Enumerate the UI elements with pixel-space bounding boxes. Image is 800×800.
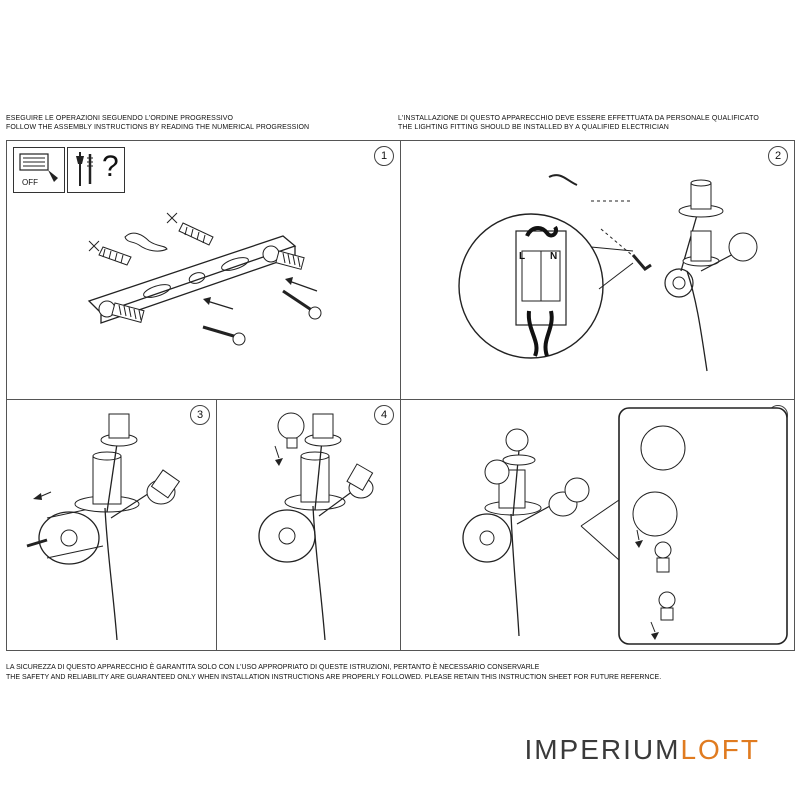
- header-right-line2: THE LIGHTING FITTING SHOULD BE INSTALLED…: [398, 124, 669, 131]
- step-2-panel: 2 L N: [400, 140, 795, 400]
- step-3-number: 3: [190, 405, 210, 425]
- watermark-part1: IMPERIUM: [524, 734, 681, 765]
- step-1-panel: 1 OFF ?: [6, 140, 401, 400]
- question-mark: ?: [102, 150, 119, 183]
- step-4-number: 4: [374, 405, 394, 425]
- terminal-l-label: L: [519, 251, 526, 262]
- globe-install-illustration: [462, 407, 788, 645]
- tools-icon: ?: [67, 147, 125, 193]
- watermark-logo: IMPERIUMLOFT: [524, 734, 760, 766]
- mounting-bracket-illustration: [87, 212, 322, 346]
- terminal-n-label: N: [550, 251, 558, 262]
- fixture-mounting-illustration: [26, 413, 181, 641]
- step-1-number: 1: [374, 146, 394, 166]
- header-left-line2: FOLLOW THE ASSEMBLY INSTRUCTIONS BY READ…: [6, 124, 310, 131]
- header-left-line1: ESEGUIRE LE OPERAZIONI SEGUENDO L'ORDINE…: [6, 115, 234, 122]
- bulb-install-illustration: [258, 412, 374, 641]
- switch-off-label: OFF: [22, 178, 38, 187]
- step-2-number: 2: [768, 146, 788, 166]
- wiring-illustration: [458, 174, 758, 372]
- switch-off-icon: OFF: [13, 147, 65, 193]
- header-left: ESEGUIRE LE OPERAZIONI SEGUENDO L'ORDINE…: [6, 114, 309, 132]
- step-4-panel: 4: [216, 399, 401, 651]
- footer-line2: THE SAFETY AND RELIABILITY ARE GUARANTEE…: [6, 674, 662, 681]
- step-5-panel: 5: [400, 399, 795, 651]
- footer: LA SICUREZZA DI QUESTO APPARECCHIO È GAR…: [6, 663, 661, 683]
- footer-line1: LA SICUREZZA DI QUESTO APPARECCHIO È GAR…: [6, 664, 540, 671]
- step-3-panel: 3: [6, 399, 217, 651]
- header-right: L'INSTALLAZIONE DI QUESTO APPARECCHIO DE…: [398, 114, 759, 132]
- header-right-line1: L'INSTALLAZIONE DI QUESTO APPARECCHIO DE…: [398, 115, 759, 122]
- watermark-part2: LOFT: [680, 734, 760, 765]
